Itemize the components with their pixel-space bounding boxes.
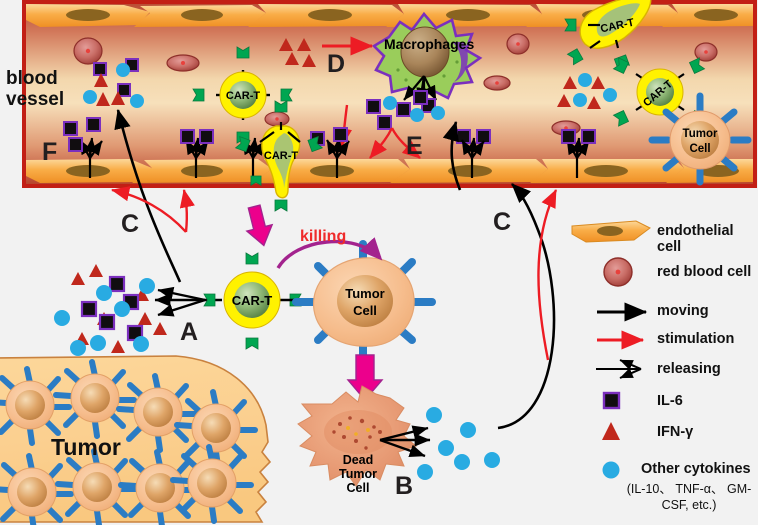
legend-label-il6: IL-6 — [657, 393, 683, 409]
macrophage — [371, 11, 483, 104]
process-arrow-down-to-cart — [245, 204, 274, 247]
svg-text:Tumor: Tumor — [339, 467, 377, 481]
red-blood-cells-in-vessel — [73, 33, 718, 136]
cart-cell-vessel-right: CAR-T — [613, 57, 705, 127]
series-label-B: B — [395, 472, 414, 500]
legend-label-moving: moving — [657, 303, 709, 319]
endothelial-cell-icon — [571, 220, 651, 243]
stimulation-arrows-E — [369, 127, 421, 159]
cart-cell-vessel-middle: CAR-T — [192, 46, 293, 144]
series-label-A: A — [180, 318, 199, 346]
red-blood-cell-icon — [603, 257, 633, 287]
tumor-mass — [0, 355, 272, 525]
svg-text:Cell: Cell — [347, 481, 370, 495]
cytokine-cluster-dead-cell — [417, 407, 500, 480]
stimulation-arrows-left-C — [111, 186, 195, 233]
svg-text:CAR-T: CAR-T — [264, 150, 298, 162]
blood-vessel-label: blood vessel — [6, 68, 86, 110]
blood-vessel-label-line2: vessel — [6, 89, 65, 110]
series-label-C-right: C — [493, 208, 512, 236]
releasing-arrow-icon — [596, 359, 642, 379]
legend-label-red-blood-cell: red blood cell — [657, 264, 752, 280]
cart-cell-main: CAR-T — [203, 252, 302, 350]
legend-detail-line2: CSF, etc.) — [661, 498, 717, 512]
moving-arrow-left-C — [114, 108, 182, 283]
other-cytokine-circle-icon — [602, 461, 620, 479]
svg-text:CAR-T: CAR-T — [226, 90, 260, 102]
svg-text:Tumor: Tumor — [345, 286, 384, 301]
ifng-triangle-icon — [602, 422, 620, 440]
dead-cell-releasing-arrows — [379, 425, 431, 458]
blood-vessel: CAR-T CAR-T CAR-T — [22, 0, 757, 212]
legend-label-other-cytokines: Other cytokines — [641, 461, 751, 477]
tumor-mass-label: Tumor — [51, 434, 121, 460]
cytokine-cluster-vessel-left — [83, 58, 144, 108]
tumor-cell-main: Tumor Cell — [292, 240, 436, 364]
legend-label-releasing: releasing — [657, 361, 721, 377]
moving-arrow-right-C — [497, 183, 556, 430]
vessel-lumen — [22, 0, 757, 188]
svg-text:Tumor: Tumor — [683, 128, 718, 140]
killing-label: killing — [300, 228, 347, 245]
process-arrow-down-to-dead-cell — [346, 354, 384, 402]
cart-cell-transmigrating: CAR-T — [235, 100, 323, 212]
il6-marker — [68, 137, 83, 152]
moving-arrow-vessel-to-lower — [442, 120, 462, 191]
legend-icons — [571, 220, 651, 479]
tumor-mass-cells — [0, 359, 258, 525]
svg-text:Cell: Cell — [689, 143, 710, 155]
tumor-cell-vessel: Tumor Cell — [648, 92, 752, 186]
svg-text:CAR-T: CAR-T — [232, 293, 272, 308]
svg-text:Cell: Cell — [353, 303, 377, 318]
legend-other-cytokines-detail: (IL-10、 TNF-α、 GM- CSF, etc.) — [620, 481, 758, 513]
legend-label-stimulation: stimulation — [657, 331, 735, 347]
endothelial-row-top — [26, 4, 753, 27]
cytokine-cluster-center-left — [54, 264, 167, 356]
series-label-D: D — [327, 50, 346, 78]
svg-text:Dead: Dead — [343, 453, 374, 467]
cytokine-cluster-vessel-right — [557, 73, 617, 109]
series-label-E: E — [406, 132, 423, 160]
macrophage-label: Macrophages — [384, 36, 475, 52]
ifng-cluster-macrophage — [279, 38, 316, 67]
endothelial-releasing-group — [63, 90, 596, 178]
cytokine-cluster-macrophage-output — [366, 96, 445, 130]
legend-label-ifng: IFN-γ — [657, 424, 694, 440]
blood-vessel-label-line1: blood — [6, 68, 58, 89]
killing-arrow — [276, 237, 383, 269]
series-label-C-left: C — [121, 210, 140, 238]
il6-square-icon — [602, 391, 621, 410]
dead-tumor-cell: Dead Tumor Cell — [297, 385, 418, 495]
stimulation-arrow-right-C — [537, 189, 558, 361]
legend-detail-line1: (IL-10、 TNF-α、 GM- — [626, 482, 752, 496]
cart-cell-vessel-upper-right: CAR-T — [564, 0, 652, 70]
series-label-F: F — [42, 138, 58, 166]
legend-label-endothelial-cell: endothelial cell — [657, 223, 734, 255]
